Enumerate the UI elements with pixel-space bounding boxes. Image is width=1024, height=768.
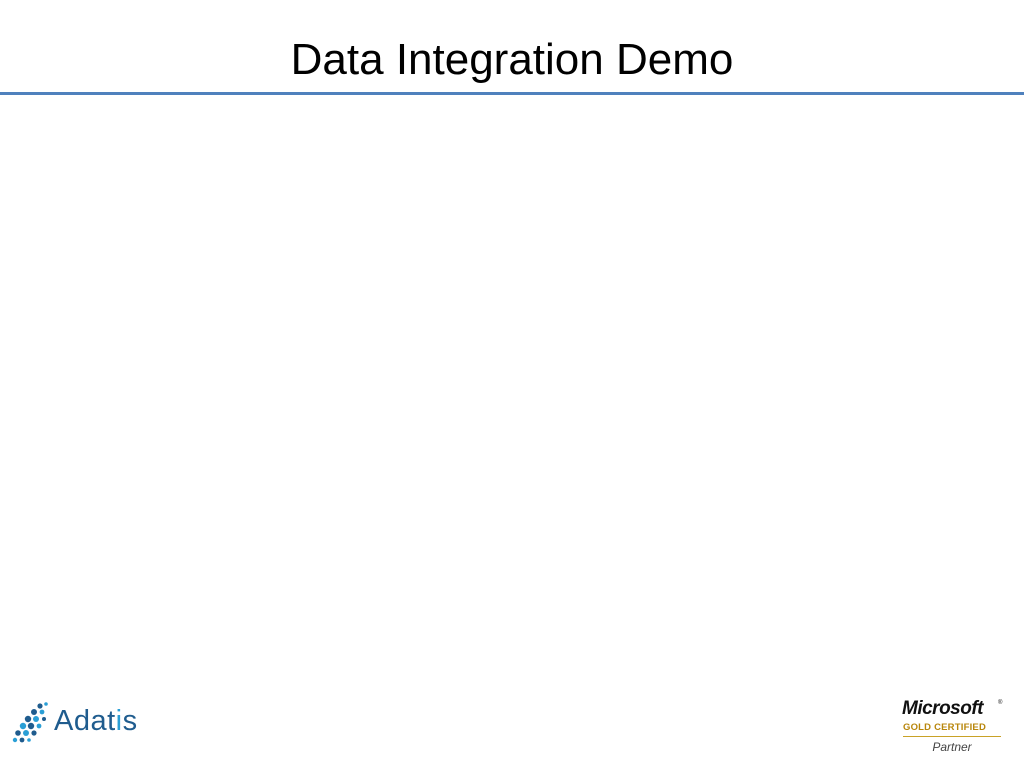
gold-certified-label: GOLD CERTIFIED [903,722,987,733]
microsoft-brand: Microsoft [902,698,984,719]
adatis-wordmark-part: Adat [54,705,116,737]
adatis-wordmark-accent: i [115,705,123,737]
adatis-logo: Adatis [10,700,170,746]
microsoft-gold-partner-logo: Microsoft ® GOLD CERTIFIED Partner [896,698,1008,760]
partner-label: Partner [932,740,972,754]
adatis-wordmark: Adatis [54,704,138,738]
trademark-symbol: ® [998,700,1003,706]
title-underline [0,92,1024,95]
slide-title: Data Integration Demo [290,35,734,84]
adatis-wordmark-part: s [122,705,138,737]
slide-content-area [0,96,1024,686]
adatis-dots-icon [12,702,48,743]
gold-divider [903,736,1001,737]
